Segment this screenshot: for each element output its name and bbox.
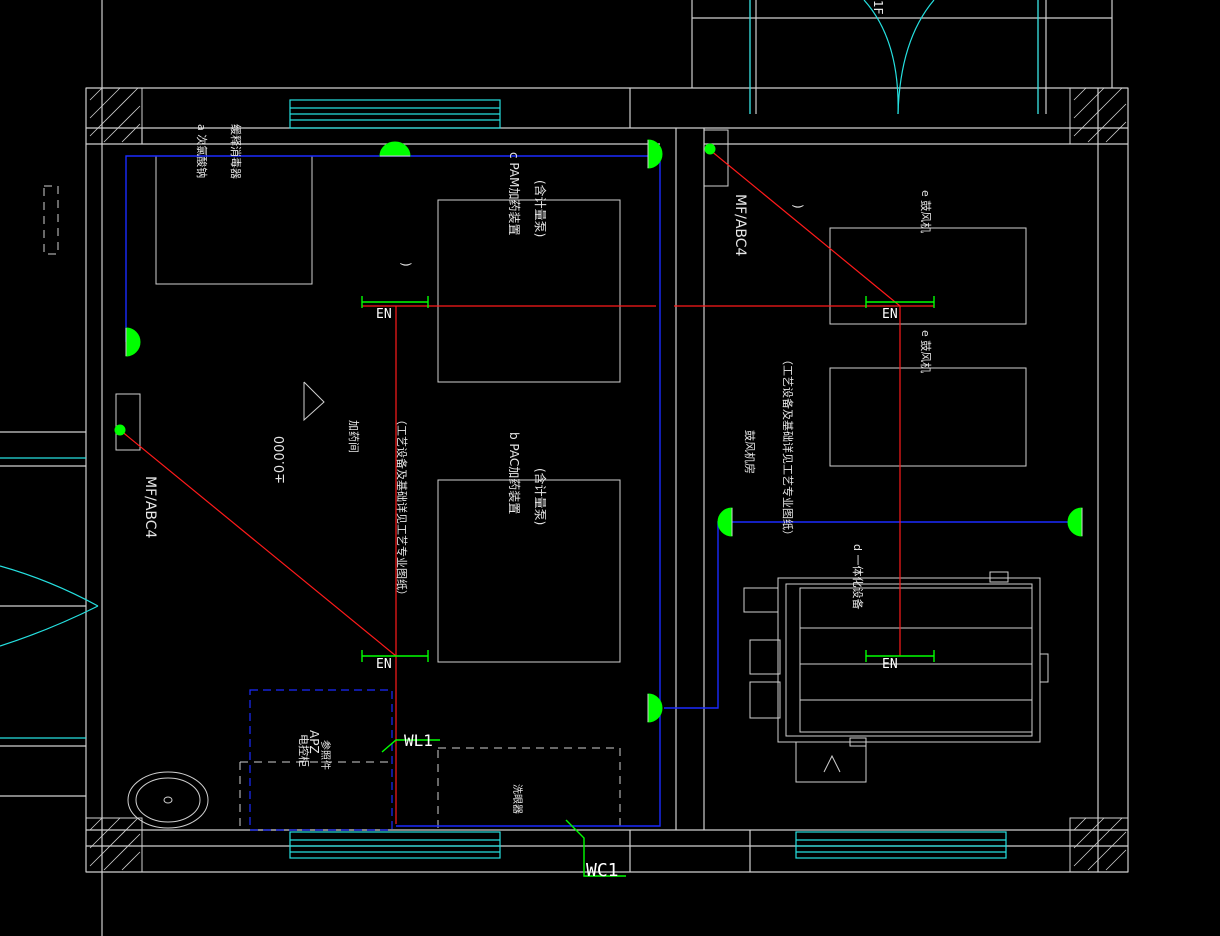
- red-wiring: [119, 149, 934, 824]
- lamp-right-left: [717, 507, 733, 537]
- dosing-room-label: 加药间: [347, 420, 360, 453]
- item-d-label: d 一体化设备: [851, 544, 865, 609]
- item-e1-label: e 鼓风机: [919, 190, 933, 233]
- lamp-left: [125, 327, 141, 357]
- top-mark-label: 1F: [871, 0, 885, 15]
- equipment-b-box: [437, 479, 621, 663]
- blower-room-label: 鼓风机房: [743, 430, 757, 474]
- equipment-c-box: [437, 199, 621, 383]
- elevation-label: ±0.000: [273, 436, 288, 484]
- panel-apz-label: APZ: [307, 730, 321, 754]
- control-panel: [249, 689, 393, 831]
- en-label-3: EN: [882, 307, 898, 322]
- extinguisher-label-right: MF/ABC4: [732, 194, 748, 257]
- blue-wiring: [125, 155, 1078, 827]
- item-b2-label: (含计量泵): [533, 468, 548, 525]
- equipment-e1-box: [829, 227, 1027, 325]
- lamp-top-right: [647, 139, 663, 169]
- item-c-label: c PAM加药装置: [507, 152, 521, 235]
- panel-caption2: 参照件: [319, 740, 332, 770]
- wash-basin-label: 洗眼器: [511, 784, 523, 814]
- equipment-outlines: [115, 129, 1049, 829]
- extinguisher-label-left: MF/ABC4: [142, 476, 158, 539]
- extinguisher-dot-left: [114, 424, 126, 436]
- wall-lamps: [114, 139, 1083, 723]
- process-note-right: （工艺设备及基础详见工艺专业图纸）: [781, 354, 795, 541]
- process-note-left: （工艺设备及基础详见工艺专业图纸）: [395, 414, 409, 601]
- paren-left: ): [399, 262, 413, 267]
- lamp-bottom-mid: [647, 693, 663, 723]
- en-fixtures: [361, 296, 935, 877]
- dashed-outlines: [43, 87, 750, 831]
- en-label-4: EN: [882, 657, 898, 672]
- column-hatches: [85, 87, 1129, 873]
- wl1-label: WL1: [404, 731, 433, 750]
- labels: EN EN EN EN WL1 WC1 MF/ABC4 MF/ABC4 ±0.0…: [142, 0, 933, 881]
- lamp-right-right: [1067, 507, 1083, 537]
- windows: [0, 0, 1039, 859]
- en-label-1: EN: [376, 307, 392, 322]
- item-a2-label: 缓释消毒器: [229, 124, 243, 179]
- panel-caption: 电控柜: [297, 734, 311, 767]
- item-e2-label: e 鼓风机: [919, 330, 933, 373]
- lamp-top-left: [379, 141, 411, 157]
- item-a-label: a 次氯酸钠: [195, 124, 209, 178]
- en-label-2: EN: [376, 657, 392, 672]
- building-walls: [0, 0, 1129, 936]
- paren-right: ): [791, 204, 805, 209]
- item-b-label: b PAC加药装置: [507, 432, 521, 514]
- item-c2-label: (含计量泵): [533, 180, 548, 237]
- equipment-e2-box: [829, 367, 1027, 467]
- extinguisher-dot-right: [704, 143, 716, 155]
- wc1-label: WC1: [586, 860, 619, 881]
